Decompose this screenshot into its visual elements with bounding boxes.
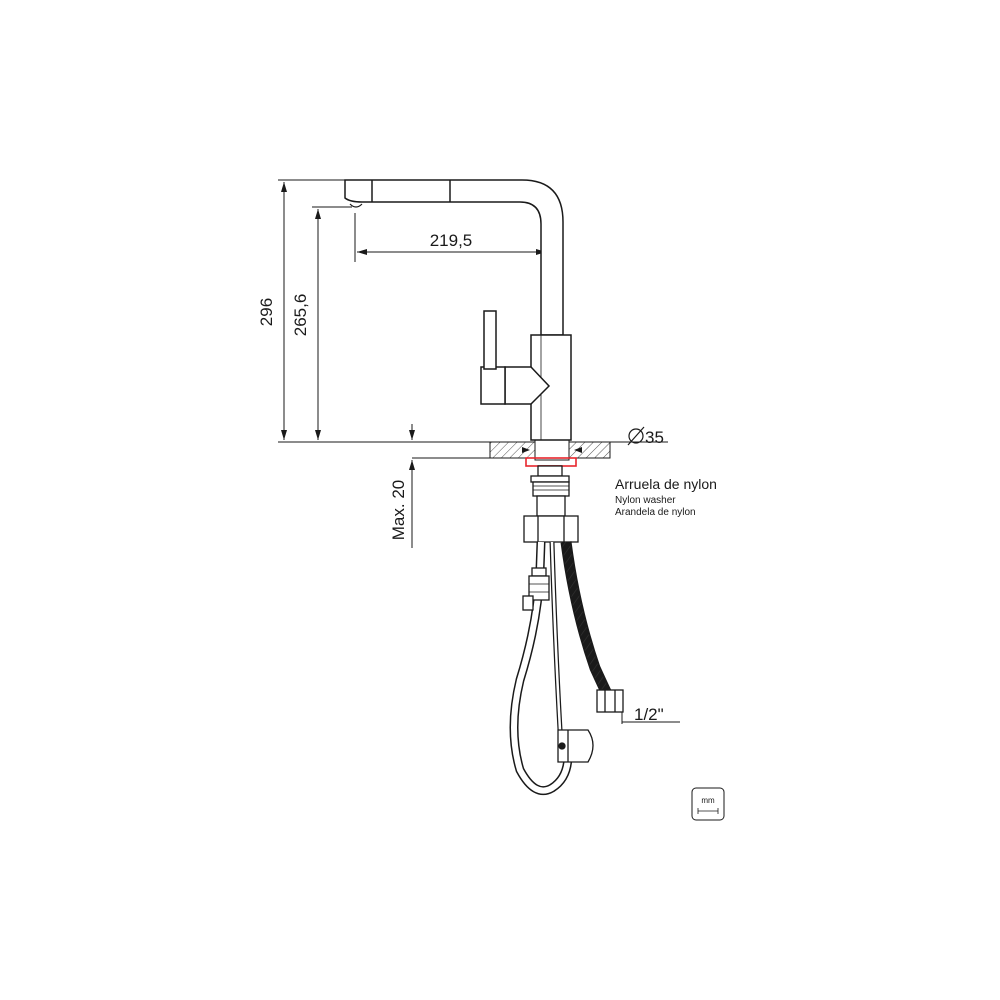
dim-spout-height: 265,6: [291, 294, 310, 337]
lever-handle: [483, 310, 497, 370]
spout: [344, 179, 564, 336]
counterweight: [557, 729, 594, 763]
dim-spout-reach: 219,5: [430, 231, 473, 250]
countertop: [489, 439, 611, 461]
washer-label-es: Arandela de nylon: [615, 507, 696, 518]
dim-max-thickness: Max. 20: [389, 480, 408, 540]
faucet-body: [344, 179, 572, 441]
dim-hole-diameter: 35: [645, 428, 664, 447]
dim-total-height: 296: [257, 298, 276, 326]
connection-nut: [596, 689, 624, 713]
unit-badge: [691, 787, 725, 821]
under-counter-assembly: [509, 457, 624, 796]
diameter-symbol-icon: [627, 426, 645, 446]
dimension-arrows: [281, 182, 546, 470]
mounting-nut: [523, 515, 579, 543]
dim-connection-size: 1/2": [634, 705, 664, 724]
dimension-lines: [278, 179, 680, 724]
washer-label-en: Nylon washer: [615, 495, 676, 506]
unit-label: mm: [701, 796, 715, 805]
washer-label-pt: Arruela de nylon: [615, 476, 717, 492]
